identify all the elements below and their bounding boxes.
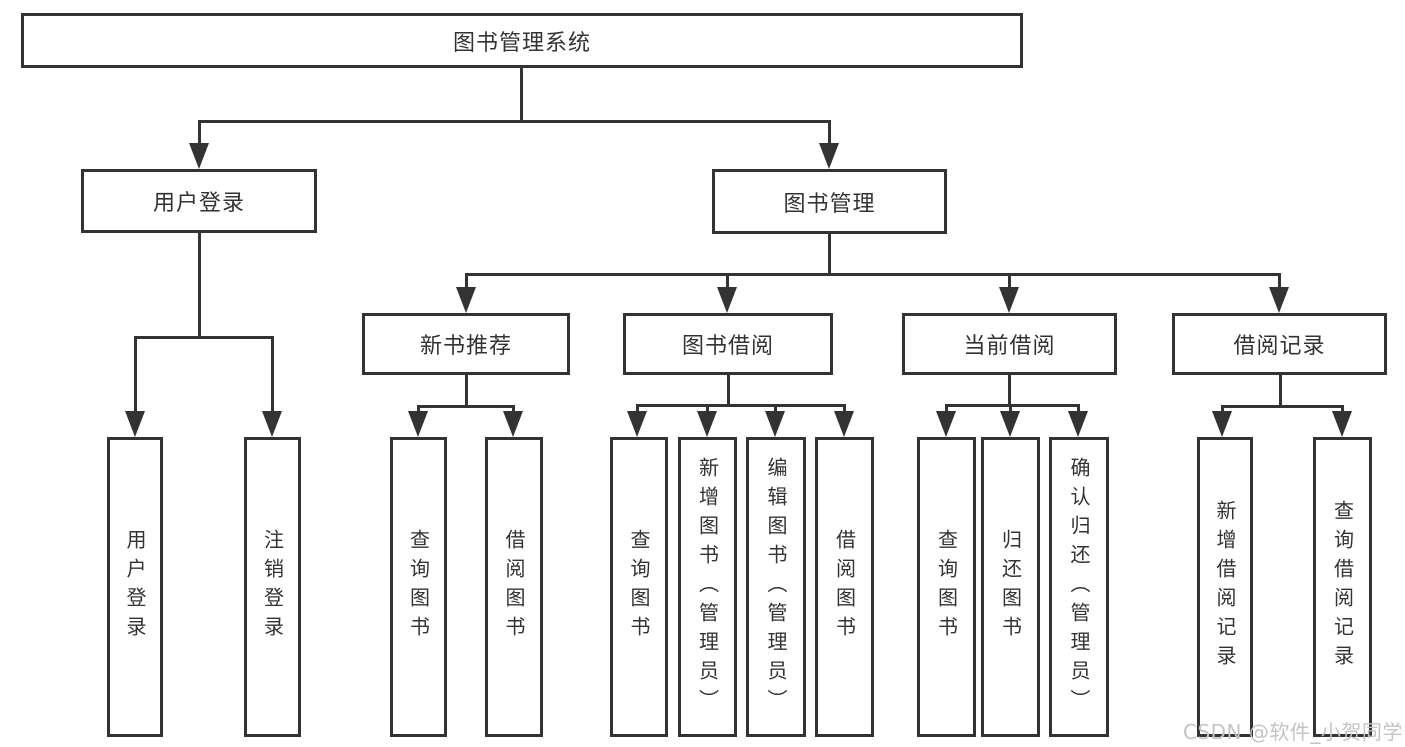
- connector-stem-nb-borrow: [512, 405, 515, 415]
- leaf-query-borrow-record-label: 查询借阅记录: [1330, 500, 1355, 674]
- leaf-edit-books-admin-label: 编辑图书（管理员）: [764, 456, 788, 718]
- arrow-down-br-add: [1212, 411, 1232, 437]
- connector-stem-book-management: [828, 120, 831, 145]
- connector-stem-br-add: [1221, 405, 1224, 415]
- arrow-down-leaf-user-login: [125, 411, 145, 437]
- arrow-down-bb-query: [627, 411, 647, 437]
- connector-borrowing-horizontal: [636, 404, 846, 407]
- connector-bookmgmt-horizontal: [465, 273, 1281, 276]
- leaf-add-borrow-record: 新增借阅记录: [1197, 437, 1253, 737]
- connector-stem-cb-query: [945, 404, 948, 414]
- arrow-down-borrowing-records: [1269, 287, 1289, 313]
- arrow-down-br-query: [1332, 411, 1352, 437]
- connector-newbook-horizontal: [417, 405, 515, 408]
- leaf-newbook-query-books-label: 查询图书: [406, 529, 431, 645]
- connector-root-riser: [520, 68, 523, 120]
- arrow-down-nb-borrow: [503, 411, 523, 437]
- arrow-down-bb-borrow: [834, 411, 854, 437]
- arrow-down-current-borrowing: [999, 287, 1019, 313]
- node-new-book-recommend: 新书推荐: [362, 313, 570, 375]
- connector-stem-new-book: [465, 273, 468, 291]
- connector-stem-nb-query: [417, 405, 420, 415]
- connector-newbook-riser: [465, 375, 468, 405]
- leaf-newbook-borrow-books: 借阅图书: [485, 437, 543, 737]
- leaf-borrowing-query-books-label: 查询图书: [627, 529, 651, 645]
- leaf-newbook-query-books: 查询图书: [390, 437, 447, 737]
- csdn-watermark: CSDN @软件_小贺同学: [1183, 720, 1403, 744]
- node-root-library-management-system: 图书管理系统: [21, 13, 1023, 68]
- leaf-borrowing-query-books: 查询图书: [610, 437, 668, 737]
- arrow-down-cb-confirm: [1068, 411, 1088, 437]
- leaf-user-login: 用户登录: [107, 437, 163, 737]
- node-book-management: 图书管理: [712, 169, 947, 234]
- leaf-newbook-borrow-books-label: 借阅图书: [502, 529, 526, 645]
- arrow-down-book-borrowing: [717, 287, 737, 313]
- connector-stem-user-login: [198, 120, 201, 145]
- leaf-add-books-admin-label: 新增图书（管理员）: [695, 456, 720, 718]
- arrow-down-new-book: [456, 287, 476, 313]
- leaf-current-query-books-label: 查询图书: [934, 529, 959, 645]
- connector-userlogin-riser: [198, 233, 201, 336]
- arrow-down-user-login: [189, 143, 209, 169]
- connector-stem-bb-query: [636, 404, 639, 414]
- leaf-add-borrow-record-label: 新增借阅记录: [1213, 500, 1237, 674]
- connector-current-horizontal: [945, 404, 1080, 407]
- connector-records-riser: [1279, 375, 1282, 405]
- connector-root-horizontal: [198, 120, 831, 123]
- node-book-borrowing: 图书借阅: [623, 313, 833, 375]
- leaf-edit-books-admin: 编辑图书（管理员）: [746, 437, 806, 737]
- leaf-logout-label: 注销登录: [260, 529, 285, 645]
- leaf-return-books-label: 归还图书: [998, 529, 1023, 645]
- connector-stem-bb-add: [706, 404, 709, 414]
- connector-stem-book-borrowing: [726, 273, 729, 291]
- connector-records-horizontal: [1221, 405, 1344, 408]
- connector-stem-borrowing-records: [1278, 273, 1281, 291]
- connector-stem-br-query: [1341, 405, 1344, 415]
- leaf-add-books-admin: 新增图书（管理员）: [678, 437, 737, 737]
- node-current-borrowing: 当前借阅: [902, 313, 1117, 375]
- arrow-down-cb-return: [1000, 411, 1020, 437]
- connector-userlogin-horizontal: [134, 336, 274, 339]
- leaf-query-borrow-record: 查询借阅记录: [1313, 437, 1372, 737]
- arrow-down-book-management: [819, 143, 839, 169]
- connector-stem-bb-borrow: [843, 404, 846, 414]
- connector-stem-current-borrowing: [1008, 273, 1011, 291]
- leaf-return-books: 归还图书: [981, 437, 1040, 737]
- arrow-down-leaf-logout: [262, 411, 282, 437]
- connector-stem-leaf-logout: [271, 336, 274, 413]
- node-borrowing-records: 借阅记录: [1172, 313, 1387, 375]
- leaf-user-login-label: 用户登录: [123, 529, 147, 645]
- leaf-logout: 注销登录: [244, 437, 301, 737]
- arrow-down-bb-add: [697, 411, 717, 437]
- leaf-confirm-return-admin-label: 确认归还（管理员）: [1067, 456, 1091, 718]
- arrow-down-cb-query: [936, 411, 956, 437]
- arrow-down-bb-edit: [765, 411, 785, 437]
- connector-current-riser: [1008, 375, 1011, 404]
- connector-stem-cb-confirm: [1077, 404, 1080, 414]
- node-user-login: 用户登录: [81, 169, 317, 233]
- leaf-borrowing-borrow-books: 借阅图书: [815, 437, 874, 737]
- leaf-confirm-return-admin: 确认归还（管理员）: [1049, 437, 1109, 737]
- arrow-down-nb-query: [408, 411, 428, 437]
- leaf-borrowing-borrow-books-label: 借阅图书: [832, 529, 857, 645]
- connector-bookmgmt-riser: [828, 234, 831, 273]
- connector-borrowing-riser: [727, 375, 730, 404]
- leaf-current-query-books: 查询图书: [917, 437, 976, 737]
- connector-stem-cb-return: [1009, 404, 1012, 414]
- connector-stem-bb-edit: [774, 404, 777, 414]
- connector-stem-leaf-user-login: [134, 336, 137, 413]
